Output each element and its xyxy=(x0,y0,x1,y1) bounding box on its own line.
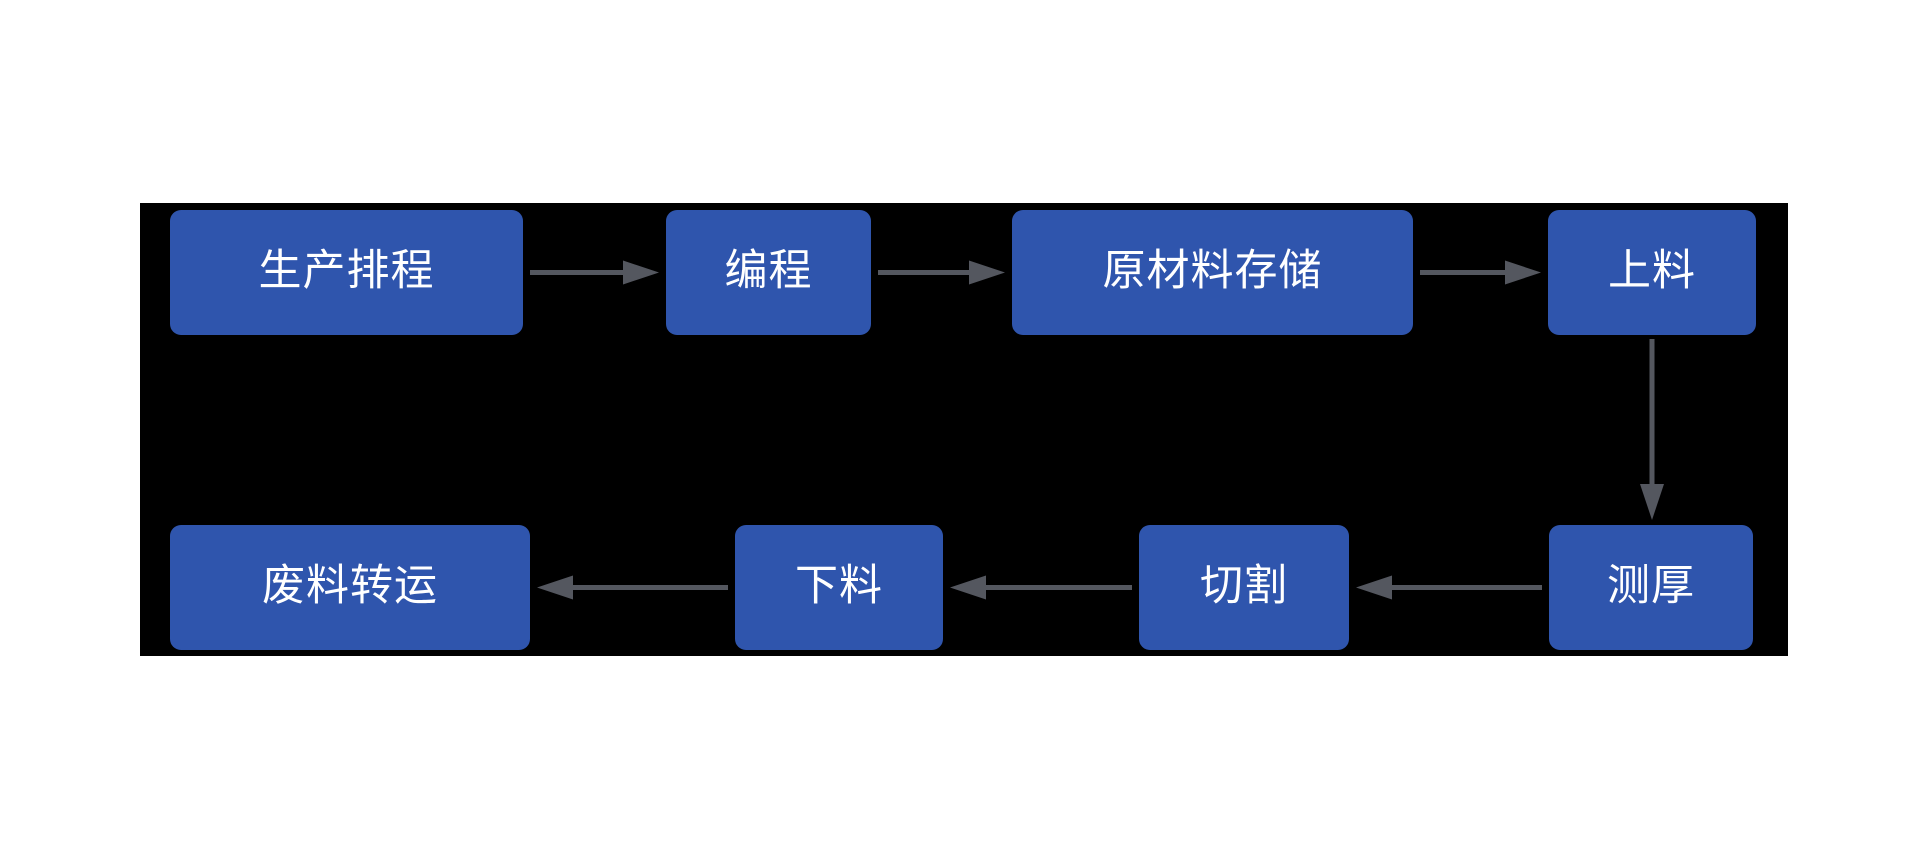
node-label-cutting: 切割 xyxy=(1200,562,1288,610)
node-unloading: 下料 xyxy=(735,525,943,650)
node-label-production-scheduling: 生产排程 xyxy=(258,247,435,295)
node-scrap-transfer: 废料转运 xyxy=(170,525,530,650)
node-label-unloading: 下料 xyxy=(795,562,883,610)
node-label-programming: 编程 xyxy=(724,247,813,295)
node-thickness-measurement: 测厚 xyxy=(1549,525,1753,650)
node-label-thickness-measurement: 测厚 xyxy=(1607,562,1695,610)
node-raw-material-storage: 原材料存储 xyxy=(1012,210,1413,335)
node-programming: 编程 xyxy=(666,210,871,335)
node-production-scheduling: 生产排程 xyxy=(170,210,523,335)
node-label-loading: 上料 xyxy=(1608,247,1696,295)
node-label-scrap-transfer: 废料转运 xyxy=(262,562,438,610)
node-loading: 上料 xyxy=(1548,210,1756,335)
node-cutting: 切割 xyxy=(1139,525,1349,650)
node-label-raw-material-storage: 原材料存储 xyxy=(1102,247,1323,295)
